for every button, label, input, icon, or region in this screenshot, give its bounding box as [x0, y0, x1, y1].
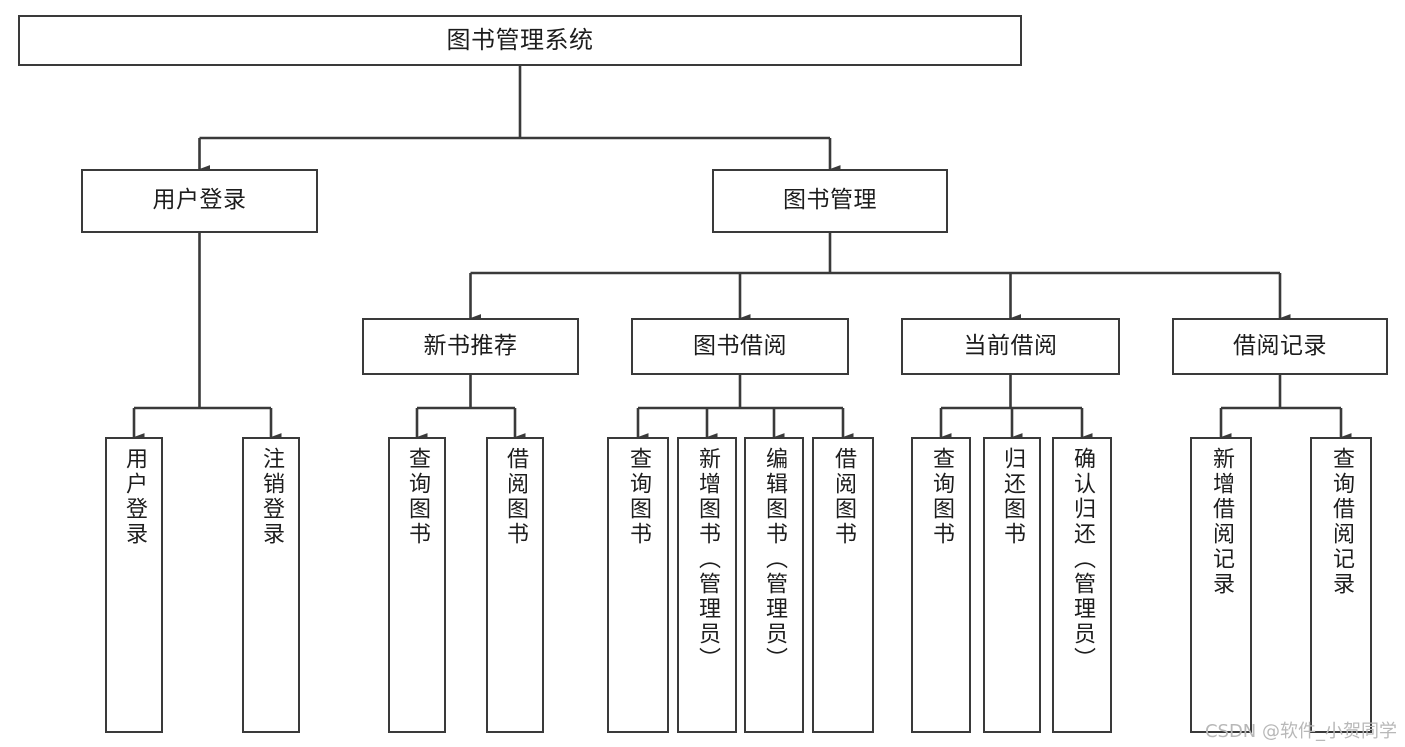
node-leaf-query-books-current[interactable]: 查询图书: [911, 437, 971, 733]
node-label: 用户登录: [122, 447, 147, 547]
node-label: 注销登录: [259, 447, 284, 547]
node-leaf-edit-book-admin[interactable]: 编辑图书（管理员）: [744, 437, 804, 733]
node-label: 查询图书: [929, 447, 954, 547]
node-label: 图书借阅: [693, 332, 787, 359]
node-label: 借阅记录: [1233, 332, 1327, 359]
node-leaf-query-books-borrowing[interactable]: 查询图书: [607, 437, 669, 733]
node-label: 新增图书（管理员）: [695, 447, 720, 672]
node-root-library-management-system[interactable]: 图书管理系统: [18, 15, 1022, 66]
node-leaf-logout[interactable]: 注销登录: [242, 437, 300, 733]
node-leaf-user-login[interactable]: 用户登录: [105, 437, 163, 733]
node-book-borrowing[interactable]: 图书借阅: [631, 318, 849, 375]
node-leaf-query-books-recommendation[interactable]: 查询图书: [388, 437, 446, 733]
node-leaf-add-book-admin[interactable]: 新增图书（管理员）: [677, 437, 737, 733]
node-leaf-query-borrow-record[interactable]: 查询借阅记录: [1310, 437, 1372, 733]
node-label: 当前借阅: [963, 332, 1058, 359]
watermark-text: CSDN @软件_小贺同学: [1204, 721, 1397, 742]
node-label: 归还图书: [1000, 447, 1025, 547]
node-label: 查询图书: [405, 447, 430, 547]
node-book-management[interactable]: 图书管理: [712, 169, 948, 233]
node-new-book-recommendation[interactable]: 新书推荐: [362, 318, 579, 375]
node-label: 查询图书: [626, 447, 651, 547]
node-leaf-confirm-return-admin[interactable]: 确认归还（管理员）: [1052, 437, 1112, 733]
node-leaf-add-borrow-record[interactable]: 新增借阅记录: [1190, 437, 1252, 733]
node-label: 查询借阅记录: [1329, 447, 1354, 597]
node-label: 新增借阅记录: [1209, 447, 1234, 597]
node-label: 图书管理: [783, 187, 877, 214]
node-label: 用户登录: [152, 187, 247, 214]
node-label: 借阅图书: [503, 447, 528, 547]
node-user-login[interactable]: 用户登录: [81, 169, 318, 233]
node-label: 新书推荐: [423, 332, 518, 359]
node-label: 图书管理系统: [446, 26, 594, 55]
node-leaf-borrow-books-recommendation[interactable]: 借阅图书: [486, 437, 544, 733]
node-leaf-return-books[interactable]: 归还图书: [983, 437, 1041, 733]
node-label: 确认归还（管理员）: [1070, 447, 1095, 672]
node-leaf-borrow-books[interactable]: 借阅图书: [812, 437, 874, 733]
node-label: 编辑图书（管理员）: [762, 447, 787, 672]
node-current-borrowing[interactable]: 当前借阅: [901, 318, 1120, 375]
node-label: 借阅图书: [831, 447, 856, 547]
node-borrowing-records[interactable]: 借阅记录: [1172, 318, 1388, 375]
